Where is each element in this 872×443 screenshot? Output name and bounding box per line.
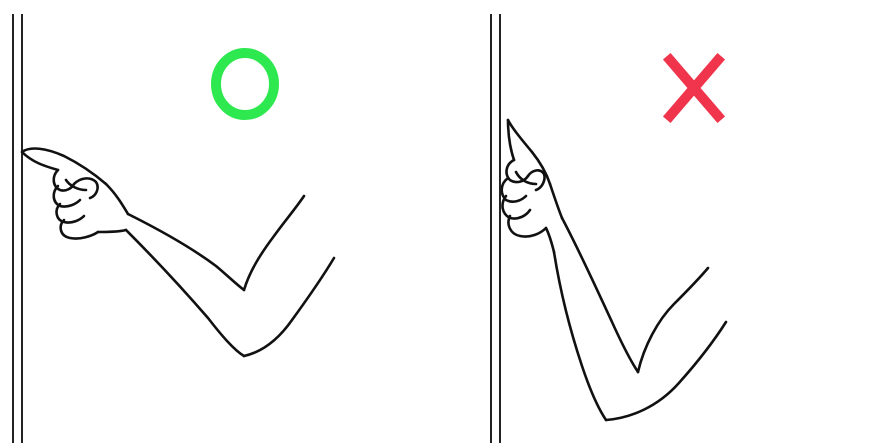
correct-pointing-panel [0, 0, 436, 443]
pointing-arm-horizontal [22, 149, 334, 356]
incorrect-cross-icon [662, 52, 726, 124]
incorrect-pointing-panel [436, 0, 872, 443]
correct-circle-icon [206, 44, 284, 124]
incorrect-pointing-drawing [436, 0, 872, 443]
pointing-arm-upward [502, 120, 726, 420]
